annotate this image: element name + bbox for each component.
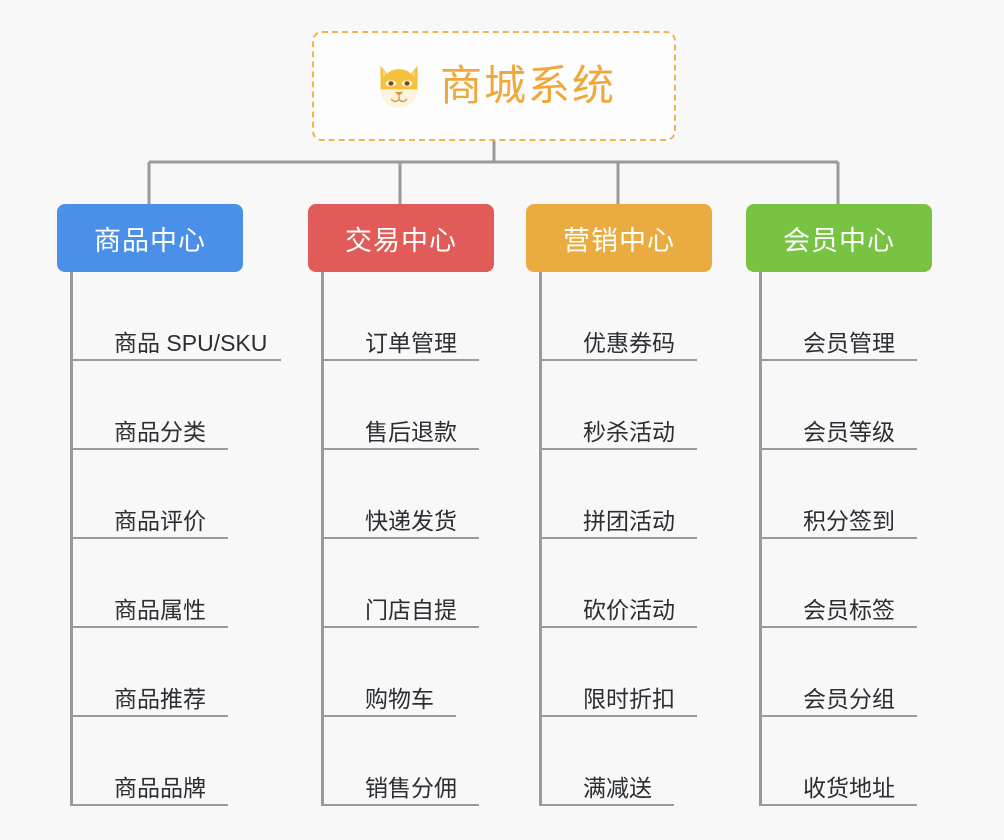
item-label: 商品评价	[114, 508, 206, 534]
list-item[interactable]: 积分签到	[762, 450, 932, 539]
item-underline	[542, 359, 697, 361]
list-item[interactable]: 会员等级	[762, 361, 932, 450]
list-item[interactable]: 售后退款	[324, 361, 494, 450]
item-underline	[73, 804, 228, 806]
item-label: 商品推荐	[114, 686, 206, 712]
column-header-label-2: 营销中心	[563, 225, 675, 256]
item-underline	[73, 626, 228, 628]
list-item[interactable]: 优惠券码	[542, 272, 712, 361]
item-underline	[73, 715, 228, 717]
item-underline	[762, 448, 917, 450]
item-label: 拼团活动	[583, 508, 675, 534]
column-header-2[interactable]: 营销中心	[526, 204, 712, 272]
item-underline	[762, 537, 917, 539]
root-node-card[interactable]: 商城系统	[312, 31, 676, 141]
column-header-0[interactable]: 商品中心	[57, 204, 243, 272]
list-item[interactable]: 收货地址	[762, 717, 932, 806]
column-会员中心: 会员中心 会员管理 会员等级 积分签到 会员标签	[746, 204, 932, 806]
list-item[interactable]: 商品品牌	[73, 717, 277, 806]
column-营销中心: 营销中心 优惠券码 秒杀活动 拼团活动 砍价活动	[526, 204, 712, 806]
item-label: 门店自提	[365, 597, 457, 623]
item-underline	[324, 715, 456, 717]
column-header-1[interactable]: 交易中心	[308, 204, 494, 272]
item-underline	[542, 537, 697, 539]
list-item[interactable]: 商品属性	[73, 539, 277, 628]
item-label: 售后退款	[365, 419, 457, 445]
item-label: 会员等级	[803, 419, 895, 445]
item-label: 会员分组	[803, 686, 895, 712]
item-label: 满减送	[583, 775, 652, 801]
item-label: 积分签到	[803, 508, 895, 534]
item-underline	[542, 448, 697, 450]
item-underline	[542, 804, 674, 806]
item-underline	[324, 626, 479, 628]
item-label: 会员管理	[803, 330, 895, 356]
item-label: 砍价活动	[583, 597, 675, 623]
list-item[interactable]: 会员标签	[762, 539, 932, 628]
item-underline	[542, 715, 697, 717]
column-header-label-0: 商品中心	[94, 225, 206, 256]
item-underline	[324, 537, 479, 539]
item-label: 购物车	[365, 686, 434, 712]
column-items-3: 会员管理 会员等级 积分签到 会员标签 会员分组	[759, 272, 932, 806]
list-item[interactable]: 商品推荐	[73, 628, 277, 717]
list-item[interactable]: 商品分类	[73, 361, 277, 450]
list-item[interactable]: 订单管理	[324, 272, 494, 361]
shiba-dog-icon	[372, 59, 426, 113]
list-item[interactable]: 购物车	[324, 628, 494, 717]
column-交易中心: 交易中心 订单管理 售后退款 快递发货 门店自提	[308, 204, 494, 806]
list-item[interactable]: 会员分组	[762, 628, 932, 717]
list-item[interactable]: 商品 SPU/SKU	[73, 272, 281, 361]
item-underline	[542, 626, 697, 628]
item-label: 限时折扣	[583, 686, 675, 712]
item-underline	[324, 448, 479, 450]
item-label: 订单管理	[365, 330, 457, 356]
list-item[interactable]: 满减送	[542, 717, 712, 806]
item-label: 商品品牌	[114, 775, 206, 801]
item-label: 商品 SPU/SKU	[114, 330, 268, 356]
list-item[interactable]: 销售分佣	[324, 717, 494, 806]
column-header-3[interactable]: 会员中心	[746, 204, 932, 272]
item-underline	[762, 626, 917, 628]
list-item[interactable]: 快递发货	[324, 450, 494, 539]
item-label: 商品分类	[114, 419, 206, 445]
column-header-label-3: 会员中心	[783, 225, 895, 256]
item-label: 优惠券码	[583, 330, 675, 356]
item-underline	[73, 537, 228, 539]
list-item[interactable]: 拼团活动	[542, 450, 712, 539]
item-underline	[73, 448, 228, 450]
list-item[interactable]: 门店自提	[324, 539, 494, 628]
item-label: 快递发货	[365, 508, 457, 534]
item-underline	[324, 804, 479, 806]
list-item[interactable]: 会员管理	[762, 272, 932, 361]
list-item[interactable]: 砍价活动	[542, 539, 712, 628]
column-header-label-1: 交易中心	[345, 225, 457, 256]
item-label: 销售分佣	[365, 775, 457, 801]
list-item[interactable]: 限时折扣	[542, 628, 712, 717]
item-underline	[73, 359, 281, 361]
list-item[interactable]: 商品评价	[73, 450, 277, 539]
column-items-2: 优惠券码 秒杀活动 拼团活动 砍价活动 限时折扣	[539, 272, 712, 806]
list-item[interactable]: 秒杀活动	[542, 361, 712, 450]
item-underline	[762, 715, 917, 717]
column-items-1: 订单管理 售后退款 快递发货 门店自提 购物车	[321, 272, 494, 806]
item-label: 收货地址	[803, 775, 895, 801]
column-items-0: 商品 SPU/SKU 商品分类 商品评价 商品属性 商品推荐	[70, 272, 281, 806]
item-underline	[762, 359, 917, 361]
item-underline	[324, 359, 479, 361]
item-label: 商品属性	[114, 597, 206, 623]
column-商品中心: 商品中心 商品 SPU/SKU 商品分类 商品评价 商品属性	[57, 204, 281, 806]
item-label: 秒杀活动	[583, 419, 675, 445]
item-underline	[762, 804, 917, 806]
item-label: 会员标签	[803, 597, 895, 623]
root-node-title: 商城系统	[439, 62, 616, 109]
